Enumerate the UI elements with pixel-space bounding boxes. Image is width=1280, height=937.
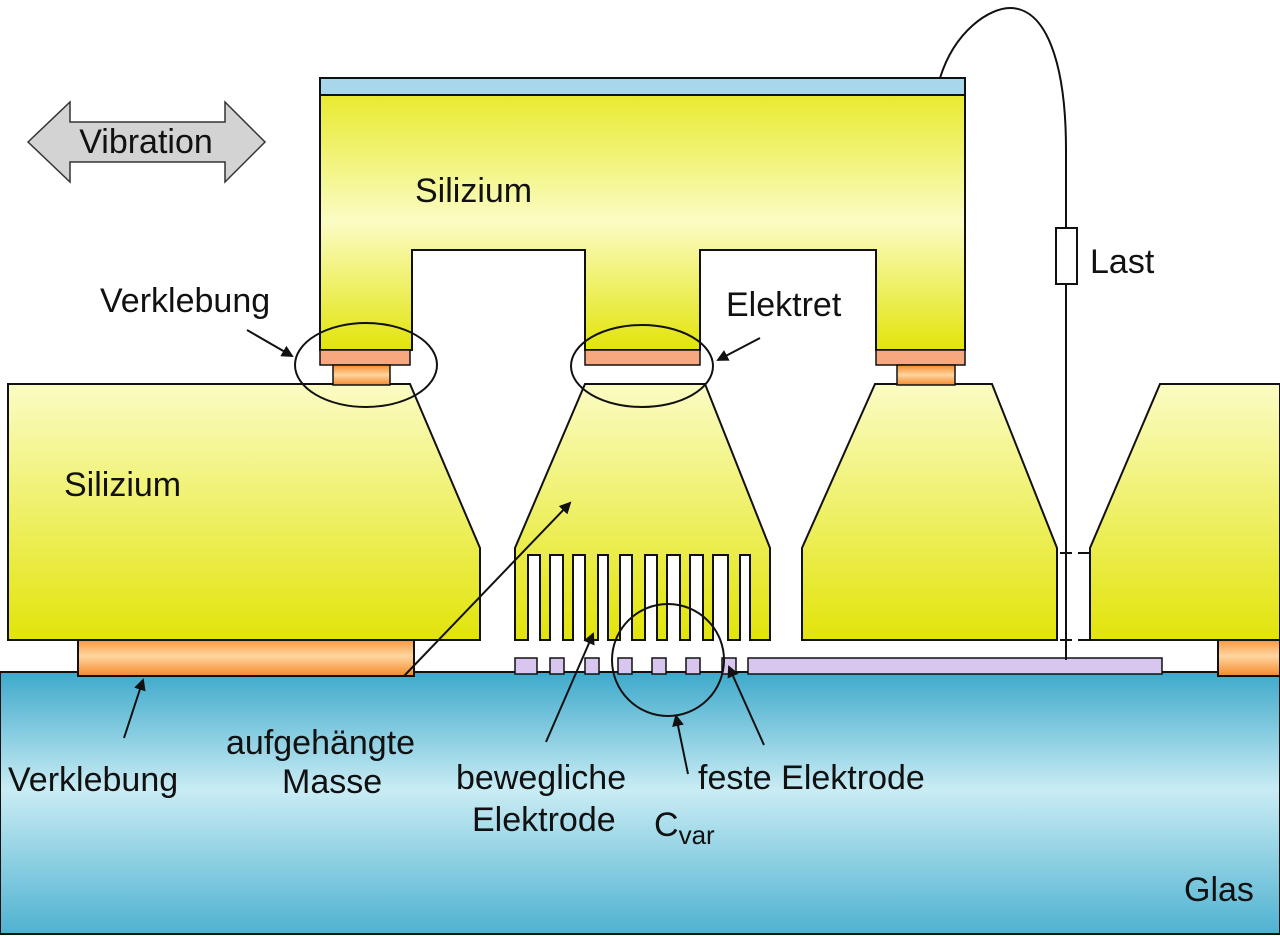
aufgehaengte-label-line2: Masse <box>282 763 382 801</box>
top-bond-right <box>896 364 956 386</box>
right-silicon-block <box>801 383 1058 641</box>
load-resistor <box>1055 227 1078 285</box>
fixed-electrodes <box>514 657 1163 675</box>
top-electrode-plate <box>319 77 966 96</box>
far-right-silicon-block <box>1089 383 1280 641</box>
cvar-label-sub: var <box>679 820 715 850</box>
bewegliche-label-line2: Elektrode <box>472 801 616 839</box>
bottom-bond-right <box>1217 635 1280 677</box>
last-label: Last <box>1090 243 1155 281</box>
load-wire <box>939 6 1067 228</box>
vibration-label: Vibration <box>79 123 213 161</box>
electret-left <box>319 349 411 366</box>
aufgehaengte-label-line1: aufgehängte <box>226 724 415 762</box>
feste-elektrode-label: feste Elektrode <box>698 759 925 797</box>
top-silicon-cap <box>319 93 966 351</box>
electret-right <box>875 349 966 366</box>
elektret-label: Elektret <box>726 286 842 324</box>
cvar-highlight-circle <box>611 603 725 717</box>
bond-highlight-ellipse <box>294 322 438 408</box>
glass-substrate <box>0 671 1280 935</box>
bewegliche-label-line1: bewegliche <box>456 759 626 797</box>
verklebung-top-label: Verklebung <box>100 282 270 320</box>
electret-highlight-ellipse <box>570 324 714 408</box>
top-bond-left <box>332 364 391 386</box>
silizium-left-label: Silizium <box>64 466 181 504</box>
electret-center <box>584 349 701 366</box>
cvar-label: Cvar <box>654 806 715 850</box>
silizium-top-label: Silizium <box>415 172 532 210</box>
pointer-arrows <box>123 329 765 775</box>
left-silicon-frame <box>7 383 481 641</box>
vibration-arrow <box>26 100 267 184</box>
gap-markers <box>1060 552 1090 641</box>
suspended-mass <box>514 383 771 641</box>
cvar-label-c: C <box>654 806 679 844</box>
verklebung-bottom-label: Verklebung <box>8 761 178 799</box>
glas-label: Glas <box>1184 871 1254 909</box>
bottom-bond-left <box>77 635 415 677</box>
